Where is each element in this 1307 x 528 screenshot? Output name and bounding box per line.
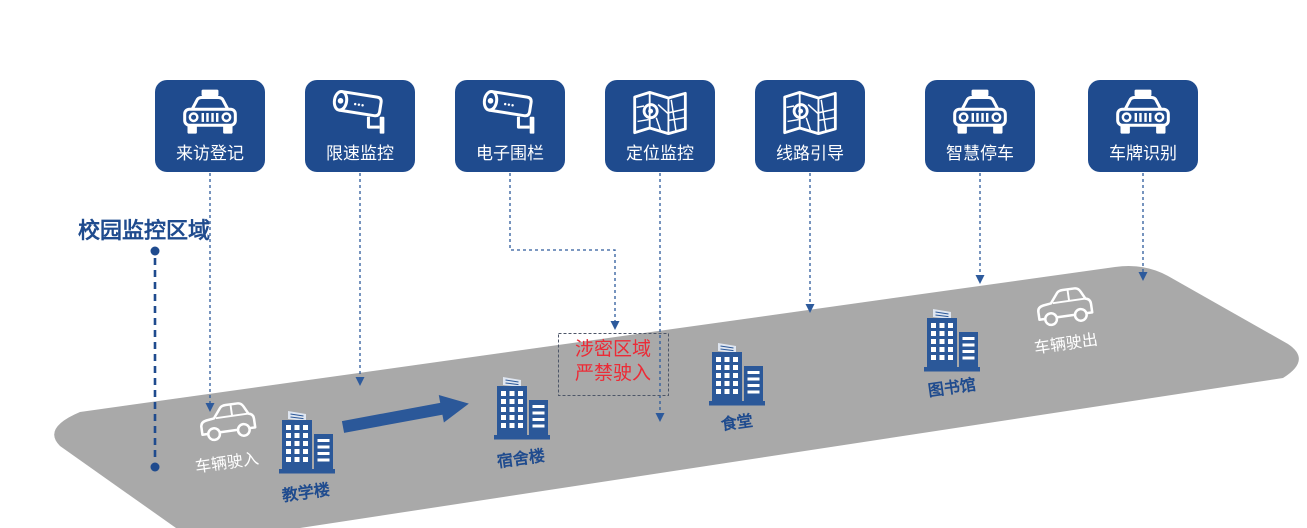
connector-plate-recognition — [1138, 173, 1148, 281]
module-label: 限速监控 — [326, 144, 394, 164]
connector-arrowhead — [655, 413, 665, 422]
module-label: 来访登记 — [176, 144, 244, 164]
module-label: 智慧停车 — [946, 144, 1014, 164]
car-entry-icon — [197, 400, 258, 443]
campus-road — [54, 266, 1299, 528]
connector-location-monitoring — [655, 173, 665, 422]
building-icon — [494, 376, 550, 440]
restricted-zone-line-2: 严禁驶入 — [574, 362, 651, 384]
restricted-zone-line-1: 涉密区域 — [574, 338, 651, 360]
module-smart-parking: 智慧停车 — [925, 80, 1035, 172]
module-plate-recognition: 车牌识别 — [1088, 80, 1198, 172]
zone-indicator-top-dot — [150, 246, 160, 256]
cctv-camera-icon — [331, 89, 386, 136]
connector-arrowhead — [610, 321, 620, 330]
cctv-camera-icon — [481, 89, 536, 136]
module-label: 电子围栏 — [476, 144, 544, 164]
connector-smart-parking — [975, 173, 985, 284]
module-label: 定位监控 — [626, 144, 694, 164]
module-speed-monitoring: 限速监控 — [305, 80, 415, 172]
module-electronic-fence: 电子围栏 — [455, 80, 565, 172]
connector-arrowhead — [975, 275, 985, 284]
flow-arrow — [341, 395, 469, 433]
module-route-guidance: 线路引导 — [755, 80, 865, 172]
flow-arrow-shaft — [341, 402, 447, 433]
flow-arrow-head — [438, 395, 469, 423]
taxi-icon — [1116, 88, 1170, 136]
module-visitor-registration: 来访登记 — [155, 80, 265, 172]
connector-speed-monitoring — [355, 173, 365, 386]
connector-arrowhead — [805, 304, 815, 313]
connector-arrowhead — [205, 403, 215, 412]
building-icon — [279, 410, 335, 474]
module-label: 线路引导 — [776, 144, 844, 164]
taxi-icon — [953, 88, 1007, 136]
car-exit-icon — [1034, 285, 1095, 328]
connector-route-guidance — [805, 173, 815, 313]
building-icon — [924, 308, 980, 372]
restricted-zone-box — [558, 333, 669, 396]
zone-indicator — [150, 246, 160, 472]
map-location-icon — [633, 90, 687, 136]
connector-arrowhead — [355, 377, 365, 386]
module-location-monitoring: 定位监控 — [605, 80, 715, 172]
connector-visitor-registration — [205, 173, 215, 412]
map-location-icon — [783, 90, 837, 136]
connector-electronic-fence — [509, 173, 620, 330]
zone-indicator-bottom-dot — [150, 462, 160, 472]
module-label: 车牌识别 — [1109, 144, 1177, 164]
zone-title: 校园监控区域 — [78, 219, 211, 244]
restricted-zone-text: 涉密区域 严禁驶入 — [558, 337, 668, 385]
connector-arrowhead — [1138, 272, 1148, 281]
building-icon — [709, 342, 765, 406]
taxi-icon — [183, 88, 237, 136]
connector-line — [509, 173, 616, 322]
